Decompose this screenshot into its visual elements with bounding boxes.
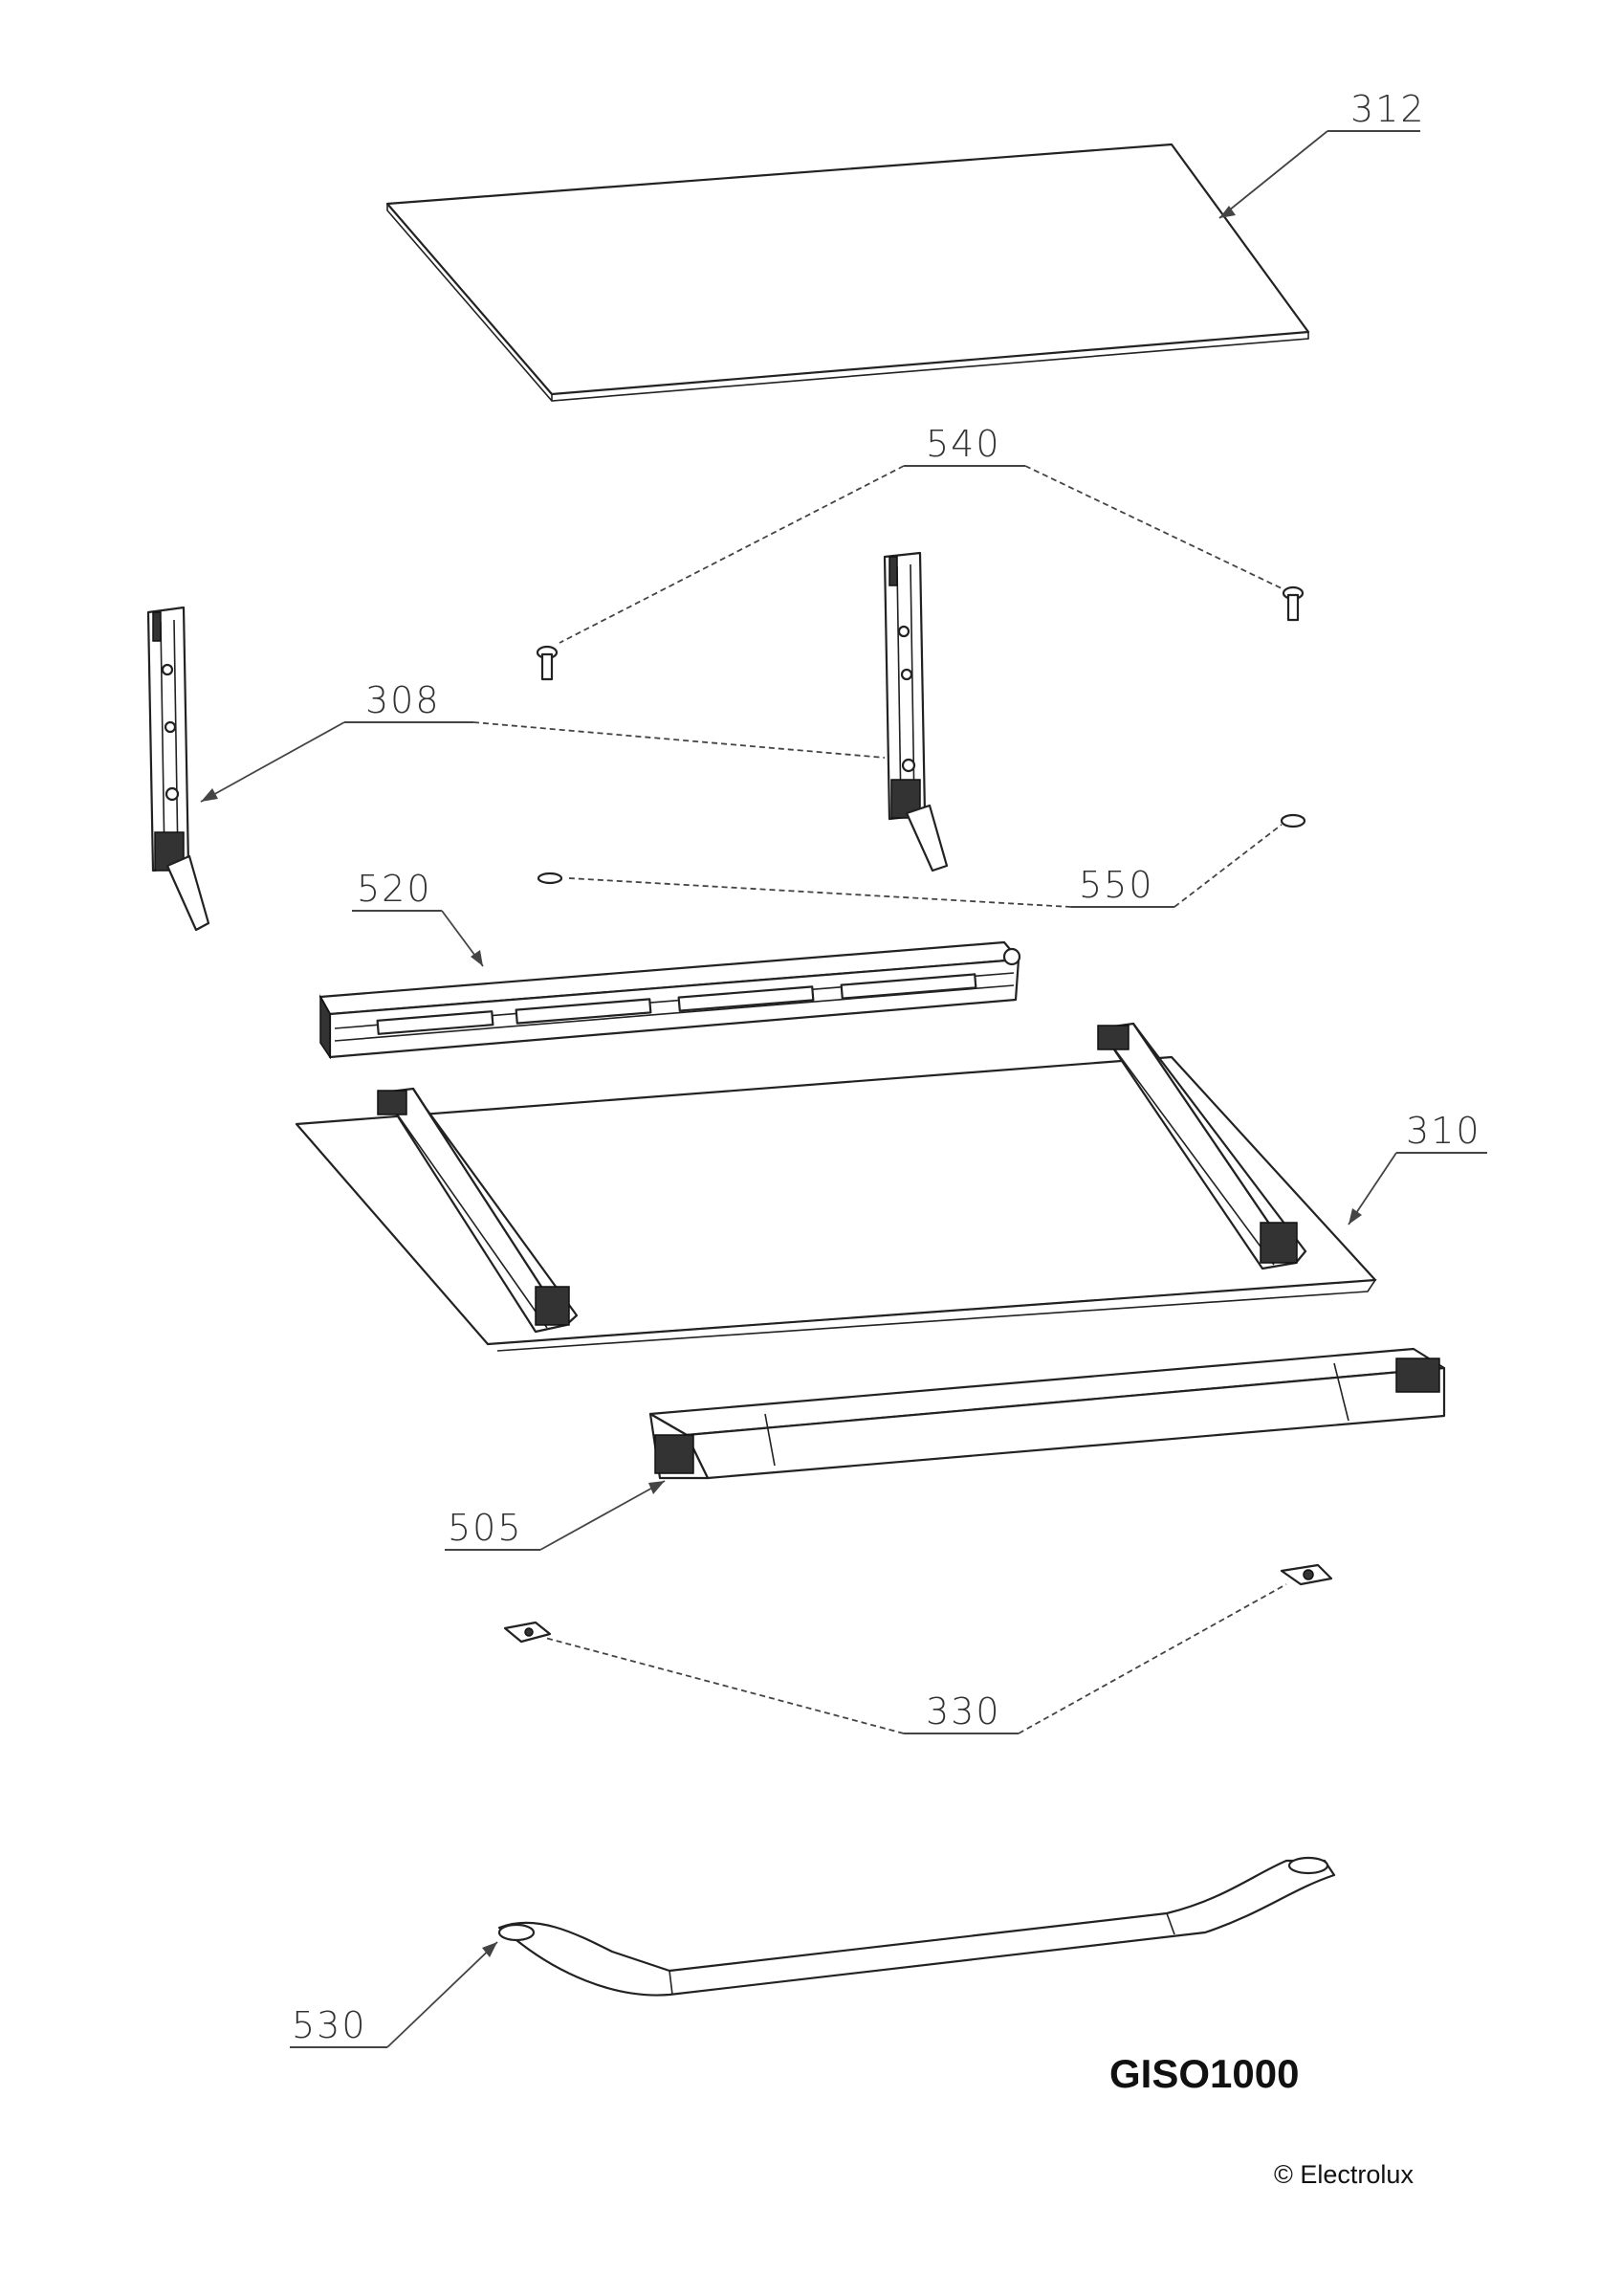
part-540-screw-right — [1282, 585, 1305, 622]
leader-312 — [1218, 130, 1420, 219]
leader-550 — [568, 824, 1283, 908]
leader-308 — [200, 721, 886, 803]
part-520-profile — [318, 940, 1021, 1060]
leader-520 — [352, 910, 484, 967]
part-540-screw-left — [536, 645, 559, 681]
callout-310: 310 — [1406, 1110, 1481, 1152]
callout-530: 530 — [292, 2004, 367, 2046]
leader-330 — [544, 1583, 1287, 1734]
callout-540: 540 — [926, 423, 1001, 465]
callout-330: 330 — [926, 1690, 1001, 1733]
callout-550: 550 — [1079, 864, 1154, 906]
part-310-inner-glass — [295, 1022, 1377, 1352]
part-330-fixing-left — [503, 1621, 552, 1644]
callout-505: 505 — [448, 1507, 523, 1549]
copyright-notice: © Electrolux — [1274, 2160, 1414, 2189]
callout-520: 520 — [357, 868, 432, 910]
callout-312: 312 — [1350, 88, 1426, 130]
callout-308: 308 — [365, 679, 441, 721]
leader-505 — [445, 1480, 666, 1551]
leader-530 — [290, 1941, 498, 2048]
part-312-glass-panel — [385, 143, 1310, 402]
leader-540 — [559, 465, 1283, 644]
part-530-handle — [497, 1856, 1336, 1997]
model-number: GISO1000 — [1109, 2051, 1299, 2096]
part-505-bottom-trim — [648, 1347, 1446, 1480]
part-308-hinge-right — [883, 551, 949, 872]
part-330-fixing-right — [1280, 1563, 1333, 1586]
part-550-clip-right — [1280, 813, 1306, 828]
leader-310 — [1348, 1152, 1487, 1225]
part-550-clip-left — [537, 872, 563, 885]
part-308-hinge-left — [146, 606, 210, 932]
